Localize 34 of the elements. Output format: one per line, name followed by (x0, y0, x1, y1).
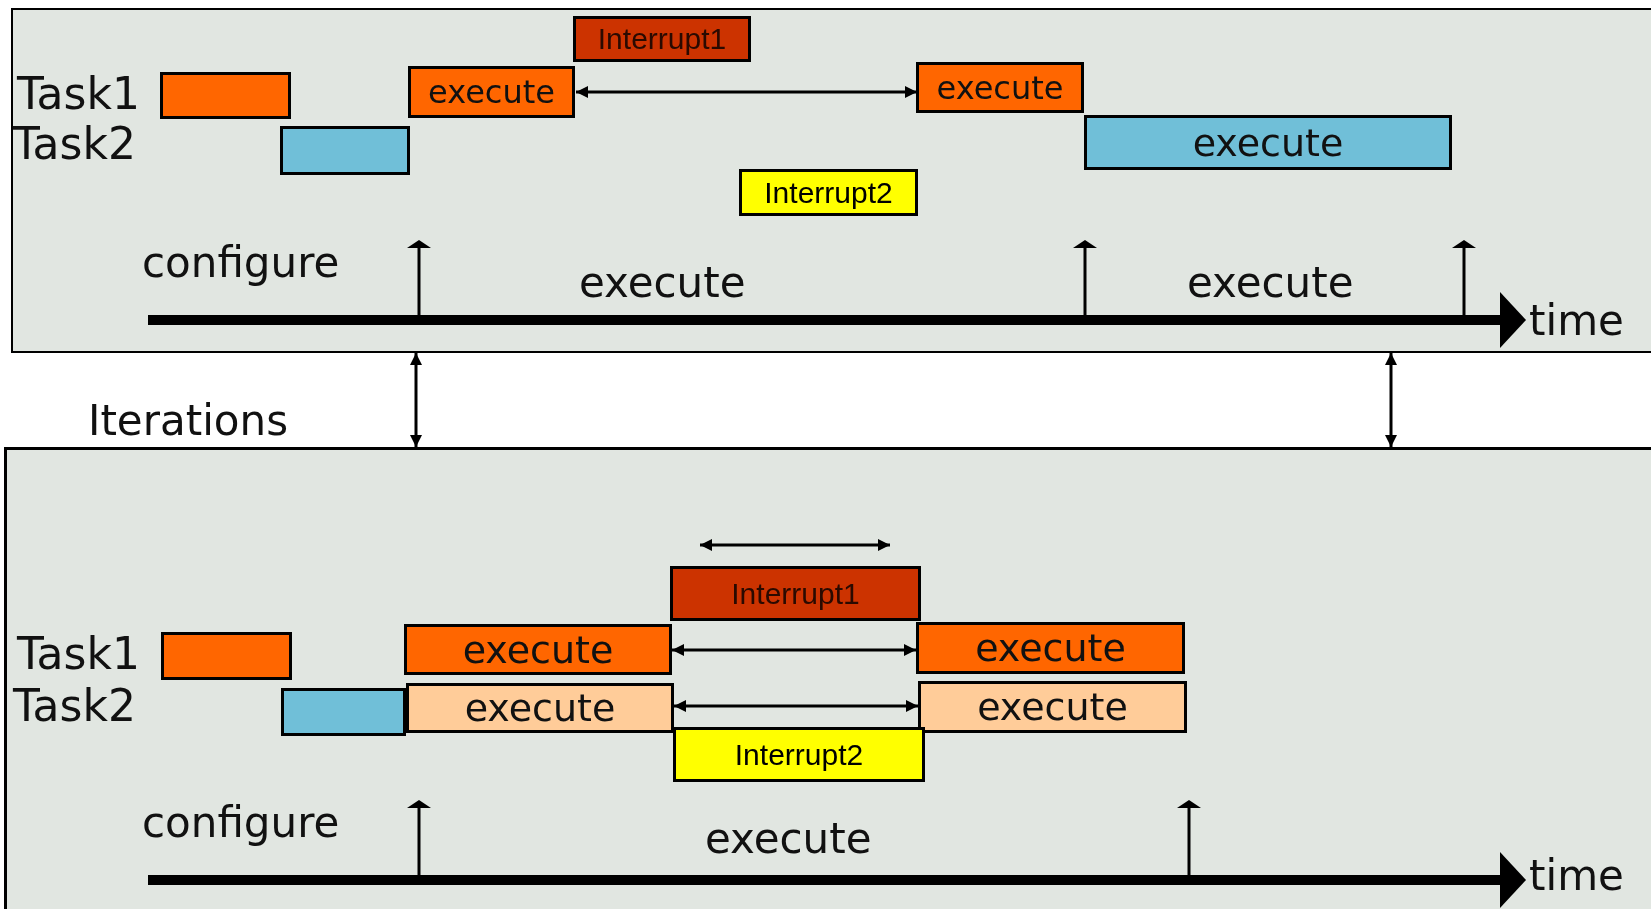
axis-label: time (1529, 300, 1624, 342)
timeline-panel (11, 8, 1651, 353)
execute-bar: execute (916, 62, 1084, 113)
double-arrow (576, 86, 917, 98)
interrupt-bar: Interrupt1 (670, 566, 921, 621)
iterations-label: Iterations (88, 400, 289, 442)
phase-label: configure (142, 802, 340, 844)
axis-label: time (1529, 855, 1624, 897)
double-arrow (1385, 353, 1397, 447)
execute-bar: execute (1084, 115, 1452, 170)
execute-bar: execute (918, 681, 1187, 733)
row-label: Task2 (13, 684, 136, 728)
execute-bar: execute (406, 683, 674, 733)
phase-label: execute (705, 818, 872, 860)
interrupt-bar: Interrupt1 (573, 16, 751, 62)
double-arrow (410, 353, 422, 447)
execute-bar: execute (404, 624, 672, 675)
row-label: Task2 (13, 122, 136, 166)
row-label: Task1 (17, 72, 140, 116)
double-arrow (672, 644, 916, 656)
interrupt-bar: Interrupt2 (739, 169, 918, 216)
task-bar (161, 632, 292, 680)
task-bar (160, 72, 291, 119)
timeline-panel (4, 447, 1651, 909)
execute-bar: execute (916, 622, 1185, 674)
execute-bar: execute (408, 66, 575, 118)
phase-label: configure (142, 242, 340, 284)
phase-label: execute (579, 262, 746, 304)
double-arrow (674, 700, 918, 712)
phase-label: execute (1187, 262, 1354, 304)
task-bar (281, 688, 406, 736)
task-bar (280, 126, 410, 175)
row-label: Task1 (17, 632, 140, 676)
interrupt-bar: Interrupt2 (673, 727, 925, 782)
